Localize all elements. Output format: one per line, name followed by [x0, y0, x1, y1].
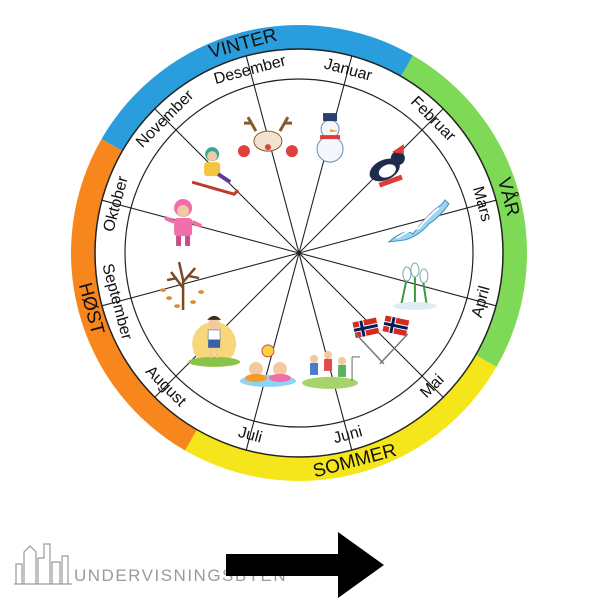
girl-winter-clothes-icon [164, 198, 202, 246]
autumn-tree-icon [160, 261, 205, 311]
family-playing-icon [302, 350, 361, 389]
month-divider [154, 252, 300, 398]
skating-penguin-icon [369, 144, 405, 188]
melting-ice-icon [387, 199, 450, 243]
month-divider [298, 252, 497, 307]
season-ring [70, 25, 527, 481]
snowdrop-flower-icon [392, 262, 437, 311]
right-arrow-icon [226, 532, 384, 598]
month-divider [245, 55, 300, 254]
norwegian-flags-icon [352, 315, 410, 365]
month-divider [101, 252, 300, 307]
month-illustrations [160, 113, 450, 389]
girl-summer-icon [188, 315, 241, 367]
month-divider [298, 108, 444, 254]
reindeer-icon [237, 116, 298, 158]
month-ring-inner-circle [124, 78, 474, 428]
season-segment-host [70, 139, 197, 451]
season-segment-vinter [101, 25, 414, 151]
child-sledding-icon [191, 147, 240, 196]
month-divider [298, 199, 497, 254]
month-label-juli: Juli [236, 424, 264, 447]
kids-swimming-icon [239, 344, 296, 387]
city-skyline-icon [14, 543, 72, 585]
month-divider [298, 252, 353, 451]
snowman-icon [316, 113, 344, 163]
season-segment-var [401, 55, 527, 368]
season-segment-sommer [185, 355, 497, 481]
